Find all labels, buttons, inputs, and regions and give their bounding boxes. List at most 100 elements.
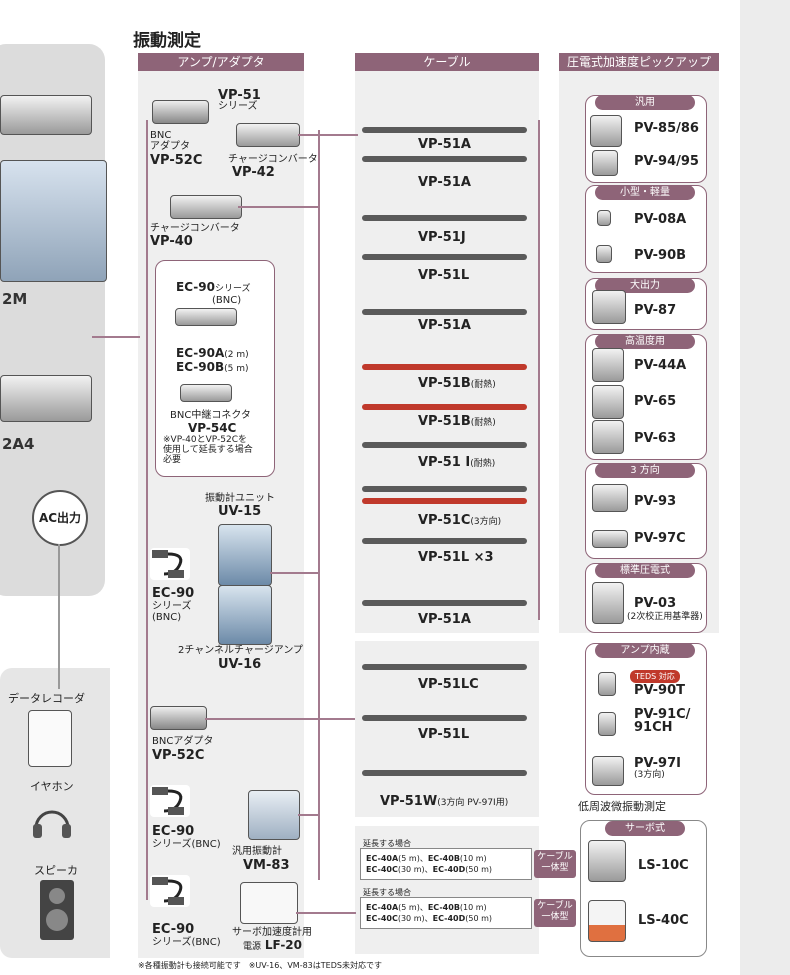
pv65-model: PV-65 bbox=[634, 394, 677, 409]
ls10c-image bbox=[588, 840, 626, 882]
pv90t-model: PV-90T bbox=[634, 683, 685, 698]
pv9495-image bbox=[592, 150, 618, 176]
ext1-heading: 延長する場合 bbox=[363, 839, 411, 848]
cable-8 bbox=[362, 442, 527, 448]
cable-9a bbox=[362, 486, 527, 492]
datarec-icon bbox=[28, 710, 72, 767]
ec90-model-3: EC-90 bbox=[152, 824, 195, 839]
ext1-l1b: EC-40B bbox=[427, 854, 460, 863]
cable-8-label: VP-51 I(耐熱) bbox=[418, 455, 495, 470]
charge-converter-image-1 bbox=[236, 123, 300, 147]
ec90-model-2: EC-90 bbox=[152, 586, 195, 601]
amp-column-header: アンプ/アダプタ bbox=[138, 53, 304, 71]
pv08a-model: PV-08A bbox=[634, 212, 687, 227]
pv87-image bbox=[592, 290, 626, 324]
lf20-label: サーボ加速度計用 bbox=[232, 927, 312, 938]
cable-7-note: (耐熱) bbox=[470, 418, 496, 428]
cable-8-model: VP-51 I bbox=[418, 455, 471, 470]
vm83-image bbox=[248, 790, 300, 840]
cable-14-label: VP-51W(3方向 PV-97I用) bbox=[380, 794, 508, 809]
ext1-line1: EC-40A(5 m)、EC-40B(10 m) bbox=[366, 853, 487, 864]
link-line-5 bbox=[298, 814, 320, 816]
uv16-label: 2チャンネルチャージアンプ bbox=[178, 645, 304, 656]
ec90-cable-image-3 bbox=[150, 785, 190, 817]
pv03-model: PV-03 bbox=[634, 596, 677, 611]
pv90b-model: PV-90B bbox=[634, 248, 687, 263]
uv16-image bbox=[218, 585, 272, 645]
ec90-cable-image-2 bbox=[150, 548, 190, 580]
vm83-model: VM-83 bbox=[243, 858, 290, 873]
cable-6-note: (耐熱) bbox=[470, 380, 496, 390]
pv97i-sub: (3方向) bbox=[634, 770, 665, 780]
ac-output-label: AC出力 bbox=[38, 511, 82, 525]
instrument-image-2 bbox=[0, 160, 107, 282]
vp54c-note: ※VP-40とVP-52Cを 使用して延長する場合 必要 bbox=[163, 435, 253, 465]
pv97i-image bbox=[592, 756, 624, 786]
bnc-adapter-label-1: BNC アダプタ bbox=[150, 130, 190, 152]
pv44a-model: PV-44A bbox=[634, 358, 687, 373]
pv03-sub: (2次校正用基準器) bbox=[627, 612, 703, 622]
headphone-icon bbox=[30, 798, 74, 842]
charge-converter-model-1: VP-42 bbox=[232, 165, 275, 180]
pv08a-image bbox=[597, 210, 611, 226]
cable-3-label: VP-51J bbox=[418, 230, 466, 245]
ext2-box: EC-40A(5 m)、EC-40B(10 m) EC-40C(30 m)、EC… bbox=[360, 897, 532, 929]
ec90-model-4: EC-90 bbox=[152, 922, 195, 937]
teds-badge: TEDS 対応 bbox=[630, 670, 680, 683]
vp54c-model: VP-54C bbox=[188, 421, 237, 435]
link-line-6 bbox=[296, 912, 356, 914]
instrument-image-1 bbox=[0, 95, 92, 135]
ec90-sub-4: シリーズ(BNC) bbox=[152, 937, 221, 948]
link-line-2 bbox=[238, 206, 318, 208]
lf20-model: LF-20 bbox=[264, 938, 302, 952]
ext2-l1b: EC-40B bbox=[427, 903, 460, 912]
ext1-l2b-len: (50 m) bbox=[465, 865, 492, 874]
model-2m: 2M bbox=[2, 290, 28, 308]
page-title: 振動測定 bbox=[133, 31, 201, 51]
cable-7-model: VP-51B bbox=[418, 414, 471, 429]
link-line-3 bbox=[270, 572, 320, 574]
pv97c-image bbox=[592, 530, 628, 548]
cable-7-label: VP-51B(耐熱) bbox=[418, 414, 496, 429]
cable-14-note: (3方向 PV-97I用) bbox=[437, 798, 509, 808]
ec90-cable-image-4 bbox=[150, 875, 190, 907]
pickup-column-header: 圧電式加速度ピックアップ bbox=[559, 53, 719, 71]
speaker-label: スピーカ bbox=[34, 864, 78, 877]
cable-column-3 bbox=[355, 826, 539, 954]
ext1-tag: ケーブル 一体型 bbox=[534, 850, 576, 878]
bnc-adapter-image-2 bbox=[150, 706, 207, 730]
group-built-in-amp-tag: アンプ内蔵 bbox=[595, 643, 695, 658]
ext2-l2b: EC-40D bbox=[432, 914, 466, 923]
pv8586-image bbox=[590, 115, 622, 147]
cable-2 bbox=[362, 156, 527, 162]
ext1-l2b: EC-40D bbox=[432, 865, 466, 874]
pv97i-model: PV-97I bbox=[634, 756, 681, 771]
ls40c-model: LS-40C bbox=[638, 913, 689, 928]
cable-trunk-line bbox=[318, 130, 320, 880]
cable-1 bbox=[362, 127, 527, 133]
ec90a-row: EC-90A(2 m) bbox=[176, 346, 249, 360]
cable-5-label: VP-51A bbox=[418, 318, 471, 333]
ec90-model: EC-90 bbox=[176, 280, 215, 294]
ec90-sub-3: シリーズ(BNC) bbox=[152, 839, 221, 850]
uv16-model: UV-16 bbox=[218, 657, 262, 672]
pv8586-model: PV-85/86 bbox=[634, 121, 699, 136]
vp51-series-model: VP-51 bbox=[218, 88, 261, 103]
charge-converter-label-2: チャージコンバータ bbox=[150, 223, 240, 234]
cable-column-1 bbox=[355, 53, 539, 633]
ec90b-length: (5 m) bbox=[224, 364, 249, 374]
cable-11-label: VP-51A bbox=[418, 612, 471, 627]
group-3axis-tag: 3 方向 bbox=[595, 463, 695, 478]
ext1-l1b-len: (10 m) bbox=[459, 854, 487, 863]
vm83-label: 汎用振動計 bbox=[232, 846, 282, 857]
pv63-image bbox=[592, 420, 624, 454]
cable-2-label: VP-51A bbox=[418, 175, 471, 190]
ec90b-row: EC-90B(5 m) bbox=[176, 360, 249, 374]
cable-13-label: VP-51L bbox=[418, 727, 470, 742]
charge-converter-model-2: VP-40 bbox=[150, 234, 193, 249]
cable-6-model: VP-51B bbox=[418, 376, 471, 391]
group-small-tag: 小型・軽量 bbox=[595, 185, 695, 200]
ext2-heading: 延長する場合 bbox=[363, 888, 411, 897]
cable-6 bbox=[362, 364, 527, 370]
footnote: ※各種振動計も接続可能です ※UV-16、VM-83はTEDS未対応です bbox=[138, 961, 382, 970]
